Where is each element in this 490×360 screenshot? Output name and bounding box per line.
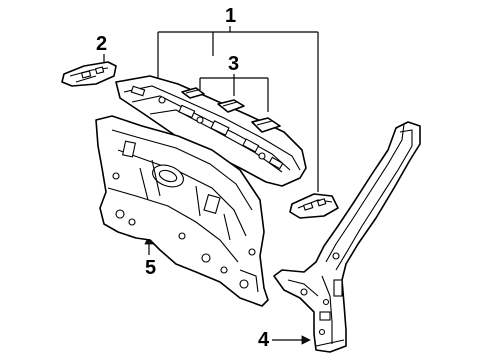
- leader-lines-callout-3: [199, 74, 269, 112]
- callout-2: 2: [96, 33, 107, 55]
- leader-lines-callout-1: [157, 26, 319, 192]
- leader-arrow-callout-4: [272, 335, 311, 345]
- part-1-cowl-panel: [115, 75, 307, 187]
- callout-1: 1: [225, 5, 236, 27]
- clip-middle: [217, 99, 245, 113]
- part-3-clips: [181, 87, 281, 133]
- callout-3: 3: [228, 53, 239, 75]
- part-1-right-bracket: [289, 193, 339, 219]
- part-4-front-pillar: [273, 121, 421, 353]
- clip-left: [181, 87, 205, 99]
- clip-right: [251, 117, 281, 133]
- part-2-bracket: [61, 61, 117, 87]
- part-5-dash-panel: [95, 115, 269, 307]
- callout-4: 4: [258, 329, 270, 351]
- callout-5: 5: [145, 257, 156, 279]
